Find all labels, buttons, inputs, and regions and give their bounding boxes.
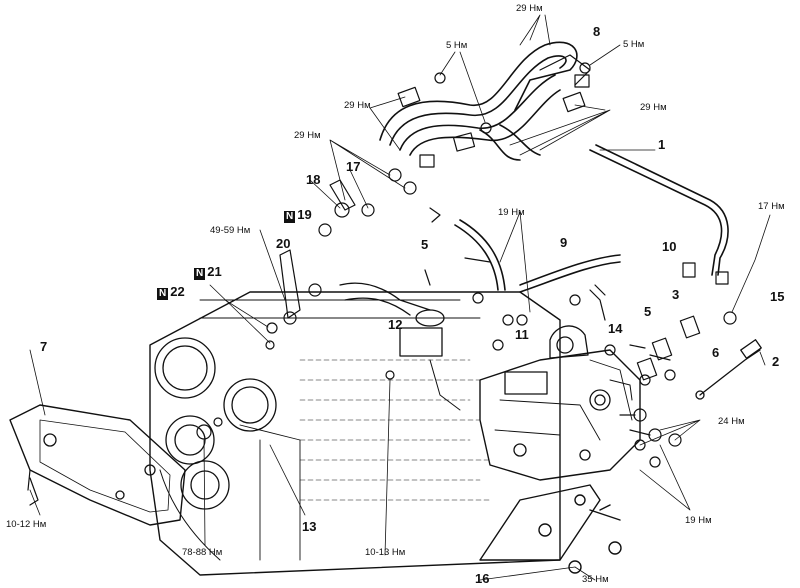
- part-label-17: 17: [346, 159, 361, 174]
- torque-label-bracket: 35 Нм: [582, 574, 609, 585]
- injectors: [265, 168, 441, 350]
- part-label-16: 16: [475, 571, 490, 586]
- part-label-13: 13: [302, 519, 317, 534]
- torque-label-nozzle: 49-59 Нм: [210, 225, 251, 236]
- leader-lines: [29, 14, 771, 581]
- fuel-return-pipe: [454, 144, 729, 293]
- injector-pipes: [379, 41, 591, 161]
- throttle-link: [695, 339, 762, 400]
- solenoid: [339, 282, 461, 411]
- part-label-6: 6: [712, 345, 720, 360]
- torque-label-pipes-top: 29 Нм: [516, 3, 543, 14]
- new-part-badge-22: N: [157, 288, 169, 300]
- part-label-9: 9: [560, 235, 568, 250]
- part-label-1: 1: [658, 137, 666, 152]
- part-label-15: 15: [770, 289, 785, 304]
- torque-label-return-pipe: 19 Нм: [498, 207, 525, 218]
- torque-label-injectors: 29 Нм: [294, 130, 321, 141]
- part-label-10: 10: [662, 239, 677, 254]
- part-number-19: 19: [297, 207, 312, 222]
- pipe-clamps: [397, 62, 591, 168]
- part-label-5a: 5: [421, 237, 429, 252]
- torque-label-pump-nuts: 24 Нм: [718, 416, 745, 427]
- new-part-badge-21: N: [194, 268, 206, 280]
- part-label-2: 2: [772, 354, 780, 369]
- timing-cover: [9, 404, 186, 526]
- torque-label-clamp-right: 5 Нм: [623, 39, 645, 50]
- part-label-3: 3: [672, 287, 680, 302]
- part-label-18: 18: [306, 172, 321, 187]
- torque-label-pipes-left: 29 Нм: [344, 100, 371, 111]
- part-label-7: 7: [40, 339, 48, 354]
- torque-label-pulley-bolt: 78-88 Нм: [182, 547, 223, 558]
- torque-label-banjo: 17 Нм: [758, 201, 785, 212]
- new-part-badge-19: N: [284, 211, 296, 223]
- part-number-22: 22: [170, 284, 185, 299]
- torque-label-pump-bolts: 19 Нм: [685, 515, 712, 526]
- torque-label-pipes-right: 29 Нм: [640, 102, 667, 113]
- part-label-12: 12: [388, 317, 403, 332]
- part-label-14: 14: [608, 321, 623, 336]
- part-label-8: 8: [593, 24, 601, 39]
- part-label-11: 11: [515, 327, 529, 342]
- part-label-20: 20: [276, 236, 291, 251]
- injection-pump: [479, 325, 641, 481]
- misc-bolts: [29, 370, 395, 506]
- torque-label-clamp-left: 5 Нм: [446, 40, 468, 51]
- pump-bracket: [479, 484, 622, 574]
- torque-label-pump-sprocket: 10-13 Нм: [365, 547, 406, 558]
- fittings: [424, 257, 737, 386]
- torque-label-cover-bolt: 10-12 Нм: [6, 519, 47, 530]
- pump-bolts: [619, 408, 682, 468]
- part-label-5b: 5: [644, 304, 652, 319]
- part-number-21: 21: [207, 264, 222, 279]
